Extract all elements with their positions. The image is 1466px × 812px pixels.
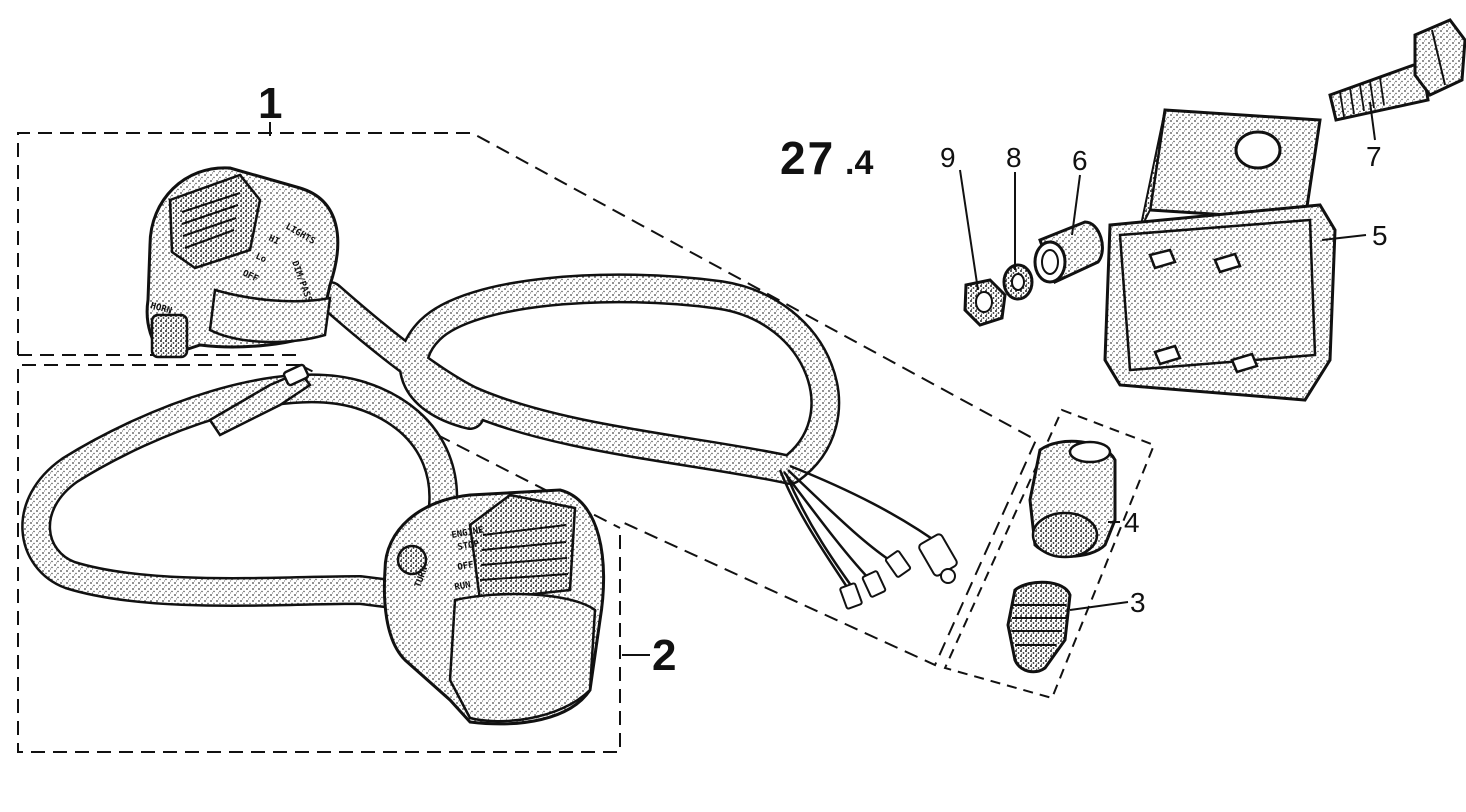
figure-subnumber: .4 [845, 144, 873, 182]
off-label-2: OFF [457, 560, 475, 573]
callout-6: 6 [1072, 145, 1088, 176]
callout-2: 2 [652, 631, 676, 680]
switch-housing-1: HORN LIGHTS HI Lo OFF DIM/PASS [145, 166, 340, 359]
callout-8: 8 [1006, 142, 1022, 173]
spacer-part-6 [1033, 220, 1104, 285]
plug-part-3 [1006, 580, 1072, 674]
callout-4: 4 [1124, 507, 1140, 538]
connector-terminals-1 [839, 533, 958, 610]
cable-2-end [208, 363, 312, 437]
wires-1 [778, 464, 946, 599]
nut-part-9 [963, 278, 1007, 327]
callout-5: 5 [1372, 220, 1388, 251]
callout-9: 9 [940, 142, 956, 173]
callout-1: 1 [258, 79, 282, 128]
cable-1 [315, 273, 841, 485]
bracket-part-5 [1103, 108, 1337, 402]
hi-label: HI [267, 234, 281, 248]
lo-label: Lo [254, 252, 268, 266]
cable-2 [21, 373, 459, 610]
run-label: RUN [454, 580, 472, 593]
washer-part-8 [1002, 263, 1034, 301]
callout-7: 7 [1366, 141, 1382, 172]
callout-3: 3 [1130, 587, 1146, 618]
stop-label: STOP [457, 539, 481, 553]
bolt-part-7 [1328, 18, 1466, 122]
socket-part-4 [1028, 439, 1117, 559]
leader-lines [269, 101, 1376, 656]
figure-number: 27 [780, 132, 835, 184]
switch-housing-2: ENGINE STOP OFF RUN TURN [382, 488, 606, 726]
